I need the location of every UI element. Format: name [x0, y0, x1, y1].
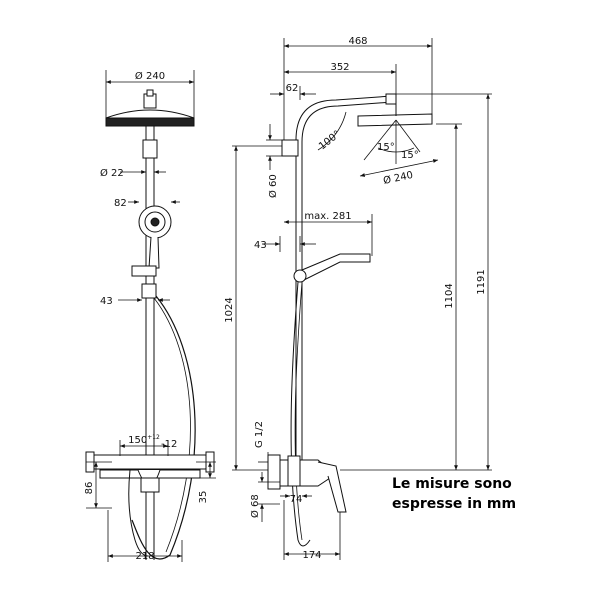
side-shower-arm [295, 95, 393, 152]
side-bar-height-label: 1024 [224, 297, 235, 322]
side-angle-a-label: 15° [377, 142, 395, 153]
side-depth-label: 174 [302, 550, 321, 561]
side-wall-bracket [281, 139, 299, 157]
front-mixer [85, 451, 215, 557]
side-head-diameter-label: Ø 240 [382, 169, 414, 187]
side-max-reach-label: max. 281 [304, 211, 351, 222]
front-width-label: 218 [135, 551, 154, 562]
units-note-line-1: Le misure sono [392, 476, 512, 492]
front-holder-offset-label: 43 [100, 296, 113, 307]
front-slider [141, 283, 157, 299]
side-inlet-diameter-label: Ø 68 [249, 494, 261, 518]
side-total-reach-label: 468 [348, 36, 367, 47]
side-inlet-thread-label: G 1/2 [254, 421, 265, 448]
side-head-drop-label: 62 [286, 83, 299, 94]
front-dimension-labels: Ø 240 Ø 22 82 43 150+12 -12 86 35 218 [84, 70, 209, 562]
side-angle-b-label: 15° [401, 150, 419, 161]
front-shower-head [105, 89, 195, 127]
side-support-diameter-label: Ø 60 [267, 174, 279, 198]
side-hand-shower [293, 253, 371, 283]
front-pipe-joint [142, 139, 158, 159]
front-hand-shower-label: 82 [114, 198, 127, 209]
units-note-line-2: espresse in mm [392, 496, 517, 512]
front-mixer-drop-label: 35 [198, 491, 209, 504]
side-angle-arm-label: 100° [317, 129, 343, 153]
side-hose [290, 281, 311, 547]
side-dimensions [232, 38, 492, 560]
side-arm-reach-label: 352 [330, 62, 349, 73]
front-head-diameter-label: Ø 240 [135, 70, 165, 82]
front-pipe-diameter-label: Ø 22 [100, 167, 124, 179]
front-hand-shower [138, 205, 172, 269]
side-holder-offset-label: 43 [254, 240, 267, 251]
front-spacing-label: 150+12 [128, 434, 160, 446]
front-hose [131, 295, 196, 560]
side-mixer [267, 454, 347, 513]
front-spacing-sub-label: -12 [161, 439, 177, 450]
side-spout-offset-label: 74 [290, 494, 303, 505]
units-note: Le misure sono espresse in mm [392, 474, 562, 514]
side-view [267, 93, 433, 547]
front-view [85, 89, 215, 560]
side-head-height-label: 1104 [444, 283, 455, 308]
side-overall-height-label: 1191 [476, 269, 487, 294]
front-dimensions [86, 70, 216, 562]
front-mixer-height-label: 86 [84, 482, 95, 495]
front-holder [131, 265, 157, 277]
side-shower-head [357, 93, 433, 127]
